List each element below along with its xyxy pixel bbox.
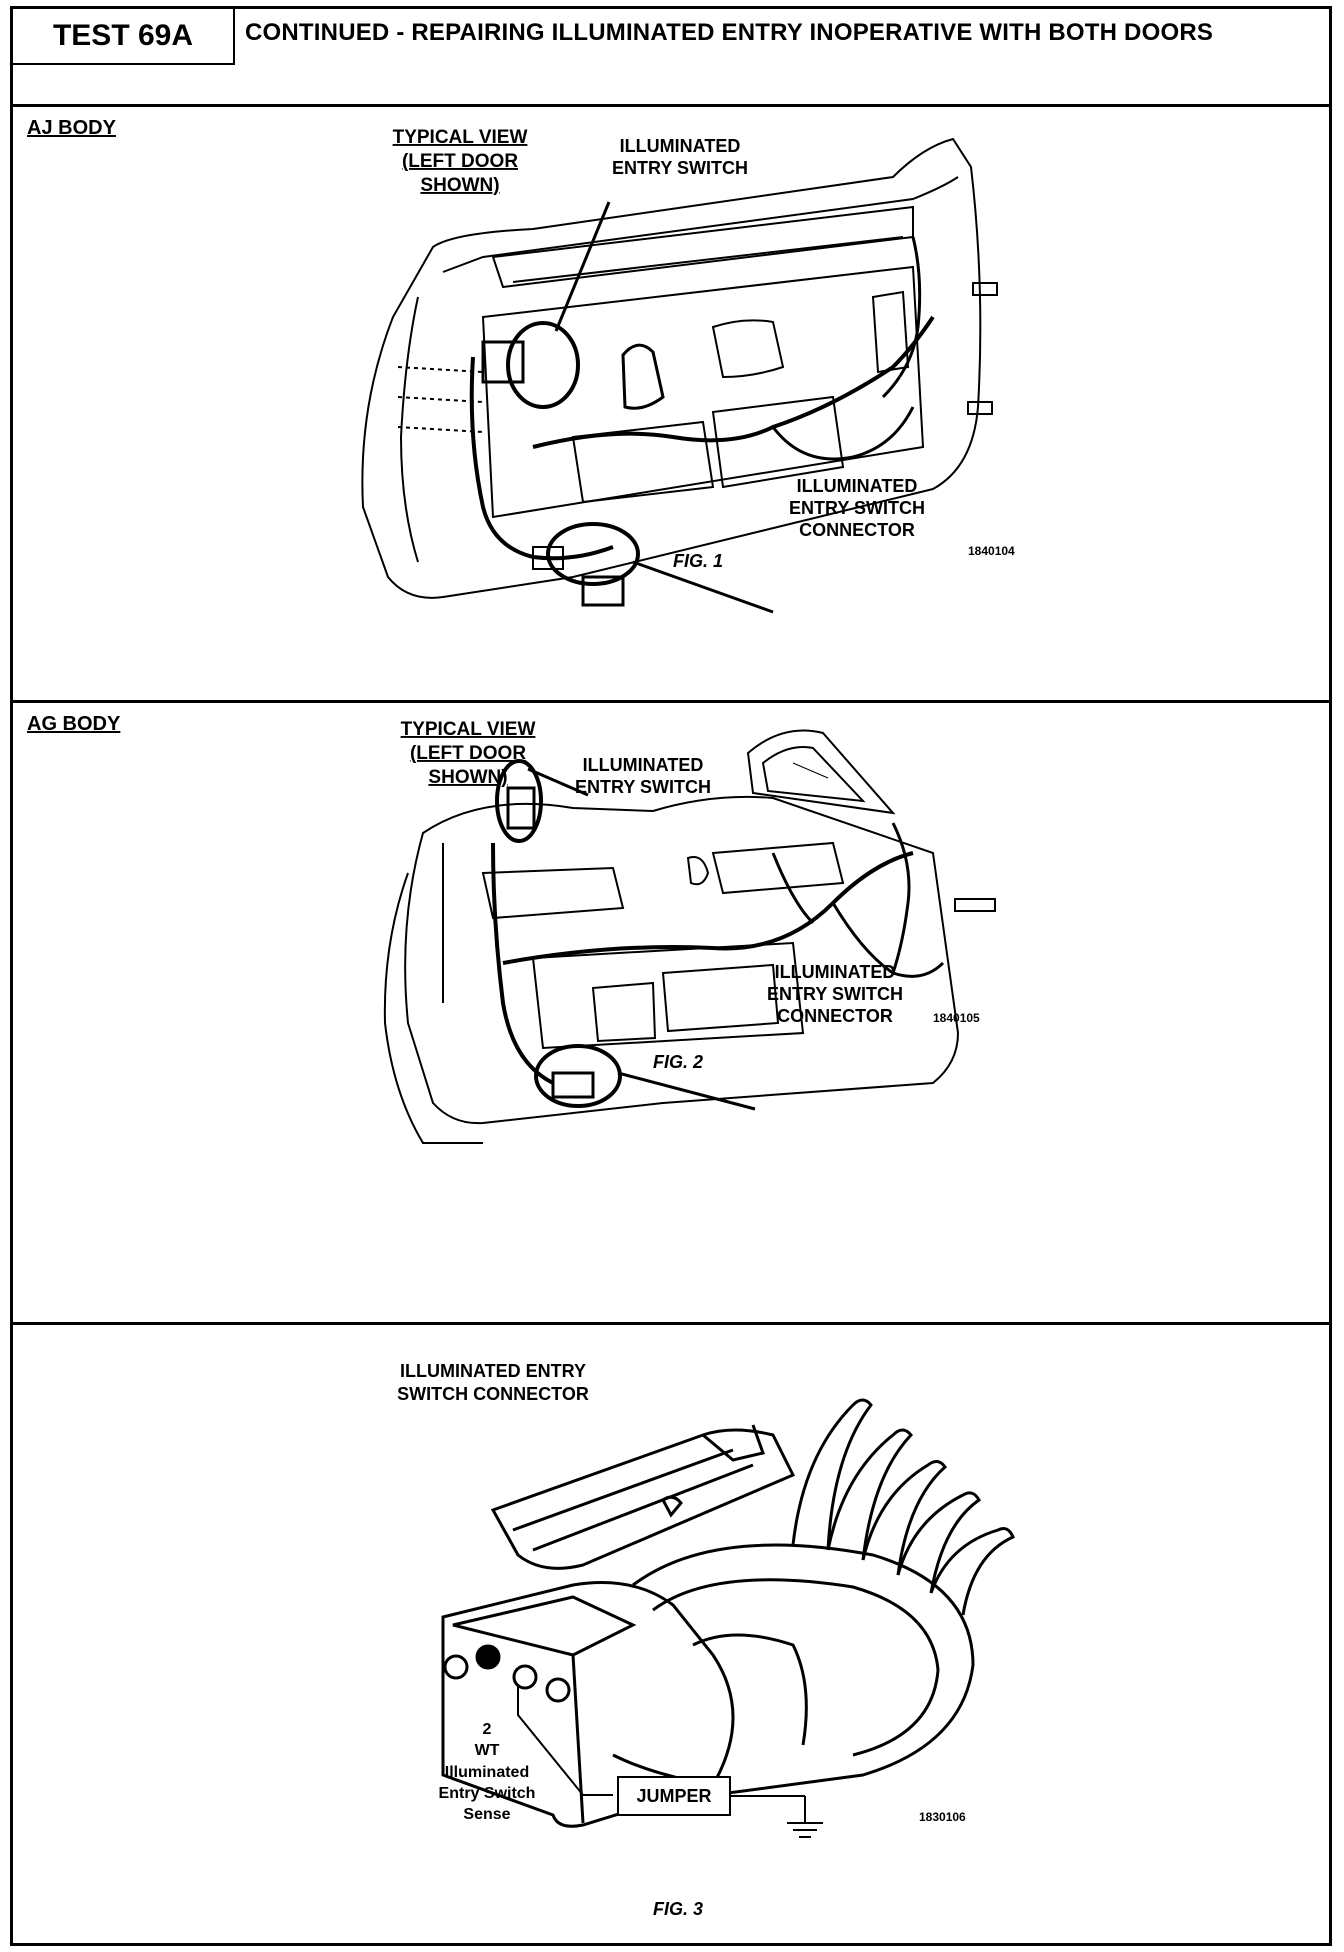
switch-highlight-circle	[495, 759, 543, 843]
pin-cavity	[545, 1677, 571, 1703]
switch-label-line: ILLUMINATED	[620, 136, 741, 156]
door-drawing	[383, 729, 996, 1144]
pin-label-line: Illuminated	[445, 1764, 529, 1781]
connector-label: ILLUMINATED ENTRY SWITCH CONNECTOR	[789, 476, 925, 540]
pin-label-line: 2	[483, 1721, 492, 1738]
connector-label: ILLUMINATED ENTRY SWITCH CONNECTOR	[767, 962, 903, 1026]
connector-label-line: ILLUMINATED	[797, 476, 918, 496]
section-heading: AG BODY	[27, 713, 121, 735]
connector-detail-section: ILLUMINATED ENTRY SWITCH CONNECTOR	[13, 1325, 1329, 1943]
switch-leader	[554, 201, 611, 332]
pin-cavity	[443, 1654, 469, 1680]
header: TEST 69A CONTINUED - REPAIRING ILLUMINAT…	[13, 9, 1329, 107]
connector-label-line: ENTRY SWITCH	[767, 984, 903, 1004]
test-id: TEST 69A	[13, 9, 235, 65]
switch-highlight-circle	[506, 321, 580, 409]
connector-title: ILLUMINATED ENTRY SWITCH CONNECTOR	[397, 1361, 589, 1404]
figure-caption: FIG. 1	[673, 551, 723, 571]
figure-caption: FIG. 2	[653, 1052, 703, 1072]
diagram-page: TEST 69A CONTINUED - REPAIRING ILLUMINAT…	[10, 6, 1332, 1946]
switch-leader	[527, 767, 589, 797]
ag-door-figure: TYPICAL VIEW (LEFT DOOR SHOWN) ILLUMINAT…	[383, 719, 996, 1144]
pin-callout-leader	[517, 1685, 613, 1796]
view-label-line: (LEFT DOOR	[402, 151, 518, 172]
ground-icon	[730, 1795, 823, 1838]
pin-cavity-2	[475, 1644, 501, 1670]
view-label-line: SHOWN)	[428, 767, 507, 788]
switch-label: ILLUMINATED ENTRY SWITCH	[575, 755, 711, 797]
view-label: TYPICAL VIEW (LEFT DOOR SHOWN)	[393, 127, 528, 196]
pin-cavity	[512, 1664, 538, 1690]
connector-pins	[443, 1644, 571, 1703]
figure-number: 1840105	[933, 1011, 980, 1025]
view-label-line: (LEFT DOOR	[410, 743, 526, 764]
figure-number: 1840104	[968, 544, 1015, 558]
connector-title-line: ILLUMINATED ENTRY	[400, 1361, 586, 1381]
switch-label: ILLUMINATED ENTRY SWITCH	[612, 136, 748, 178]
pin-label-line: Entry Switch	[439, 1785, 536, 1802]
connector-highlight-circle	[546, 522, 640, 586]
figure-caption: FIG. 3	[653, 1899, 703, 1919]
connector-title-line: SWITCH CONNECTOR	[397, 1384, 589, 1404]
view-label-line: TYPICAL VIEW	[401, 719, 536, 740]
pin-label: 2 WT Illuminated Entry Switch Sense	[439, 1721, 536, 1823]
switch-label-line: ENTRY SWITCH	[612, 158, 748, 178]
aj-body-section: AJ BODY	[13, 107, 1329, 703]
connector-label-line: ENTRY SWITCH	[789, 498, 925, 518]
section-heading: AJ BODY	[27, 117, 116, 139]
connector-label-line: CONNECTOR	[777, 1006, 893, 1026]
pin-label-line: Sense	[463, 1806, 510, 1823]
view-label-line: TYPICAL VIEW	[393, 127, 528, 148]
page-title: CONTINUED - REPAIRING ILLUMINATED ENTRY …	[245, 19, 1214, 46]
aj-door-figure: TYPICAL VIEW (LEFT DOOR SHOWN) ILLUMINAT…	[361, 127, 1015, 614]
jumper-label: JUMPER	[636, 1786, 711, 1806]
connector-label-line: CONNECTOR	[799, 520, 915, 540]
connector-drawing	[441, 1398, 1015, 1828]
view-label: TYPICAL VIEW (LEFT DOOR SHOWN)	[401, 719, 536, 788]
switch-label-line: ILLUMINATED	[583, 755, 704, 775]
connector-label-line: ILLUMINATED	[775, 962, 896, 982]
connector-highlight-circle	[534, 1044, 622, 1108]
figure-number: 1830106	[919, 1810, 966, 1824]
switch-label-line: ENTRY SWITCH	[575, 777, 711, 797]
pin-label-line: WT	[475, 1742, 500, 1759]
ag-body-section: AG BODY	[13, 703, 1329, 1325]
connector-leader	[632, 560, 774, 614]
door-drawing	[361, 137, 998, 607]
connector-leader	[617, 1071, 756, 1111]
connector-figure: ILLUMINATED ENTRY SWITCH CONNECTOR	[397, 1361, 1015, 1919]
view-label-line: SHOWN)	[420, 175, 499, 196]
